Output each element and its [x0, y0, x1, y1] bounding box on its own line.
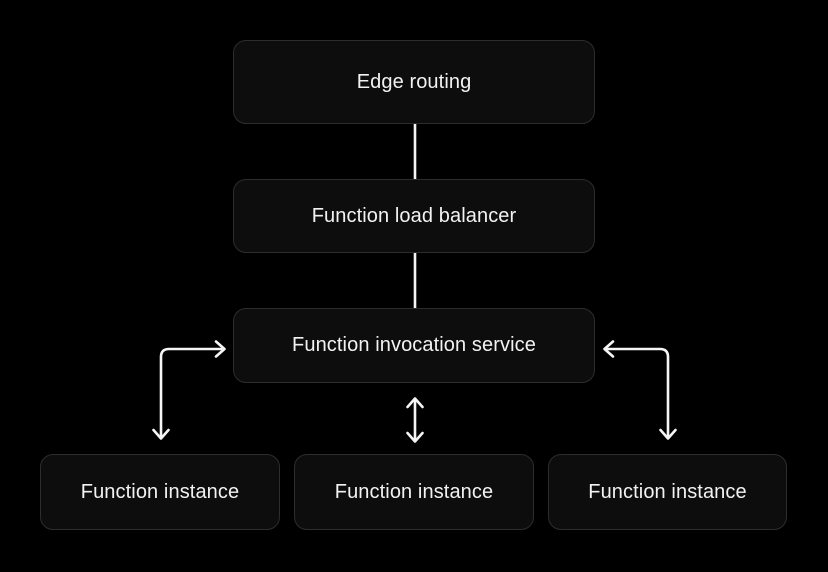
- elbow-arrow-invocation-to-instance-3: [603, 340, 677, 440]
- node-function-load-balancer: Function load balancer: [233, 179, 595, 253]
- node-function-instance-2-label: Function instance: [334, 480, 494, 503]
- node-function-load-balancer-label: Function load balancer: [311, 204, 517, 227]
- node-function-instance-3: Function instance: [548, 454, 787, 530]
- node-function-invocation-service-label: Function invocation service: [292, 334, 536, 356]
- node-function-instance-1-label: Function instance: [80, 480, 240, 503]
- node-edge-routing-label: Edge routing: [356, 70, 472, 93]
- node-function-instance-1: Function instance: [40, 454, 280, 530]
- double-arrow-invocation-to-instance-2: [406, 397, 424, 443]
- node-edge-routing: Edge routing: [233, 40, 595, 124]
- node-function-instance-2: Function instance: [294, 454, 534, 530]
- elbow-arrow-invocation-to-instance-1: [152, 340, 226, 440]
- node-function-invocation-service: Function invocation service: [233, 308, 595, 383]
- node-function-instance-3-label: Function instance: [588, 480, 747, 503]
